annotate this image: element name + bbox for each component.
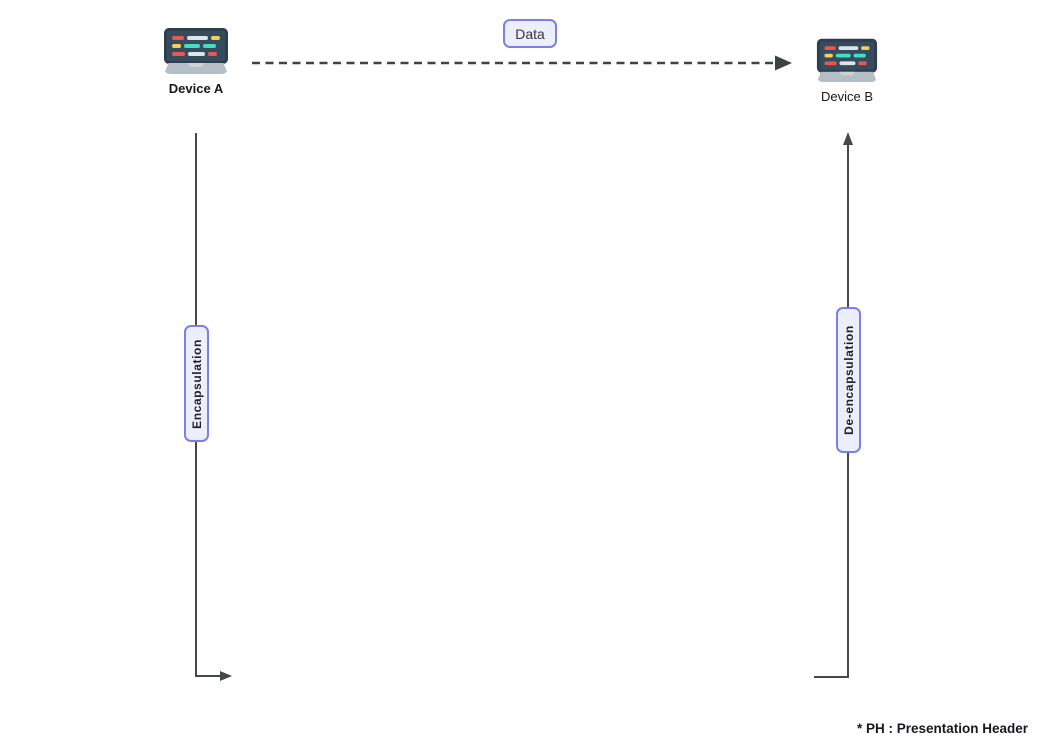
encapsulation-label: Encapsulation: [189, 338, 204, 429]
code-bar: [839, 61, 856, 66]
data-label-chip: Data: [503, 19, 557, 48]
code-bar: [835, 53, 851, 58]
de-encapsulation-arrowhead: [843, 132, 853, 145]
laptop-screen: [164, 28, 228, 64]
code-bar: [172, 52, 185, 56]
laptop-icon: [816, 38, 878, 82]
code-bar: [211, 36, 220, 40]
code-bar: [824, 53, 833, 58]
laptop-screen: [816, 38, 878, 73]
code-bar: [187, 36, 208, 40]
code-bar: [172, 44, 181, 48]
laptop-notch: [188, 63, 204, 67]
code-bars-row: [824, 53, 869, 58]
code-bar: [824, 61, 837, 66]
code-bar: [858, 61, 867, 66]
code-bar: [861, 46, 870, 51]
encapsulation-line: [195, 133, 222, 677]
code-bars-row: [172, 36, 220, 40]
device-a-label: Device A: [168, 81, 224, 96]
code-bars-row: [172, 44, 220, 48]
code-bar: [184, 44, 200, 48]
footnote: * PH : Presentation Header: [856, 721, 1028, 736]
code-bar: [208, 52, 217, 56]
code-bar: [203, 44, 216, 48]
laptop-base: [164, 63, 228, 74]
encapsulation-arrowhead: [220, 671, 232, 681]
de-encapsulation-label: De-encapsulation: [841, 325, 856, 435]
code-bar: [188, 52, 205, 56]
code-bar: [172, 36, 184, 40]
code-bars-row: [824, 46, 870, 51]
device-a-node: Device A: [163, 28, 229, 96]
laptop-base: [816, 71, 878, 82]
laptop-notch: [839, 71, 855, 76]
laptop-icon: [164, 28, 228, 74]
data-label: Data: [515, 25, 545, 42]
code-bar: [853, 53, 866, 58]
device-b-node: Device B: [814, 36, 880, 104]
de-encapsulation-chip: De-encapsulation: [836, 307, 861, 453]
data-flow-arrowhead: [775, 55, 792, 71]
code-bars-row: [172, 52, 220, 56]
encapsulation-chip: Encapsulation: [184, 325, 209, 442]
code-bar: [838, 46, 859, 51]
code-bars-row: [824, 61, 869, 66]
device-b-label: Device B: [820, 89, 874, 104]
code-bar: [824, 46, 836, 51]
